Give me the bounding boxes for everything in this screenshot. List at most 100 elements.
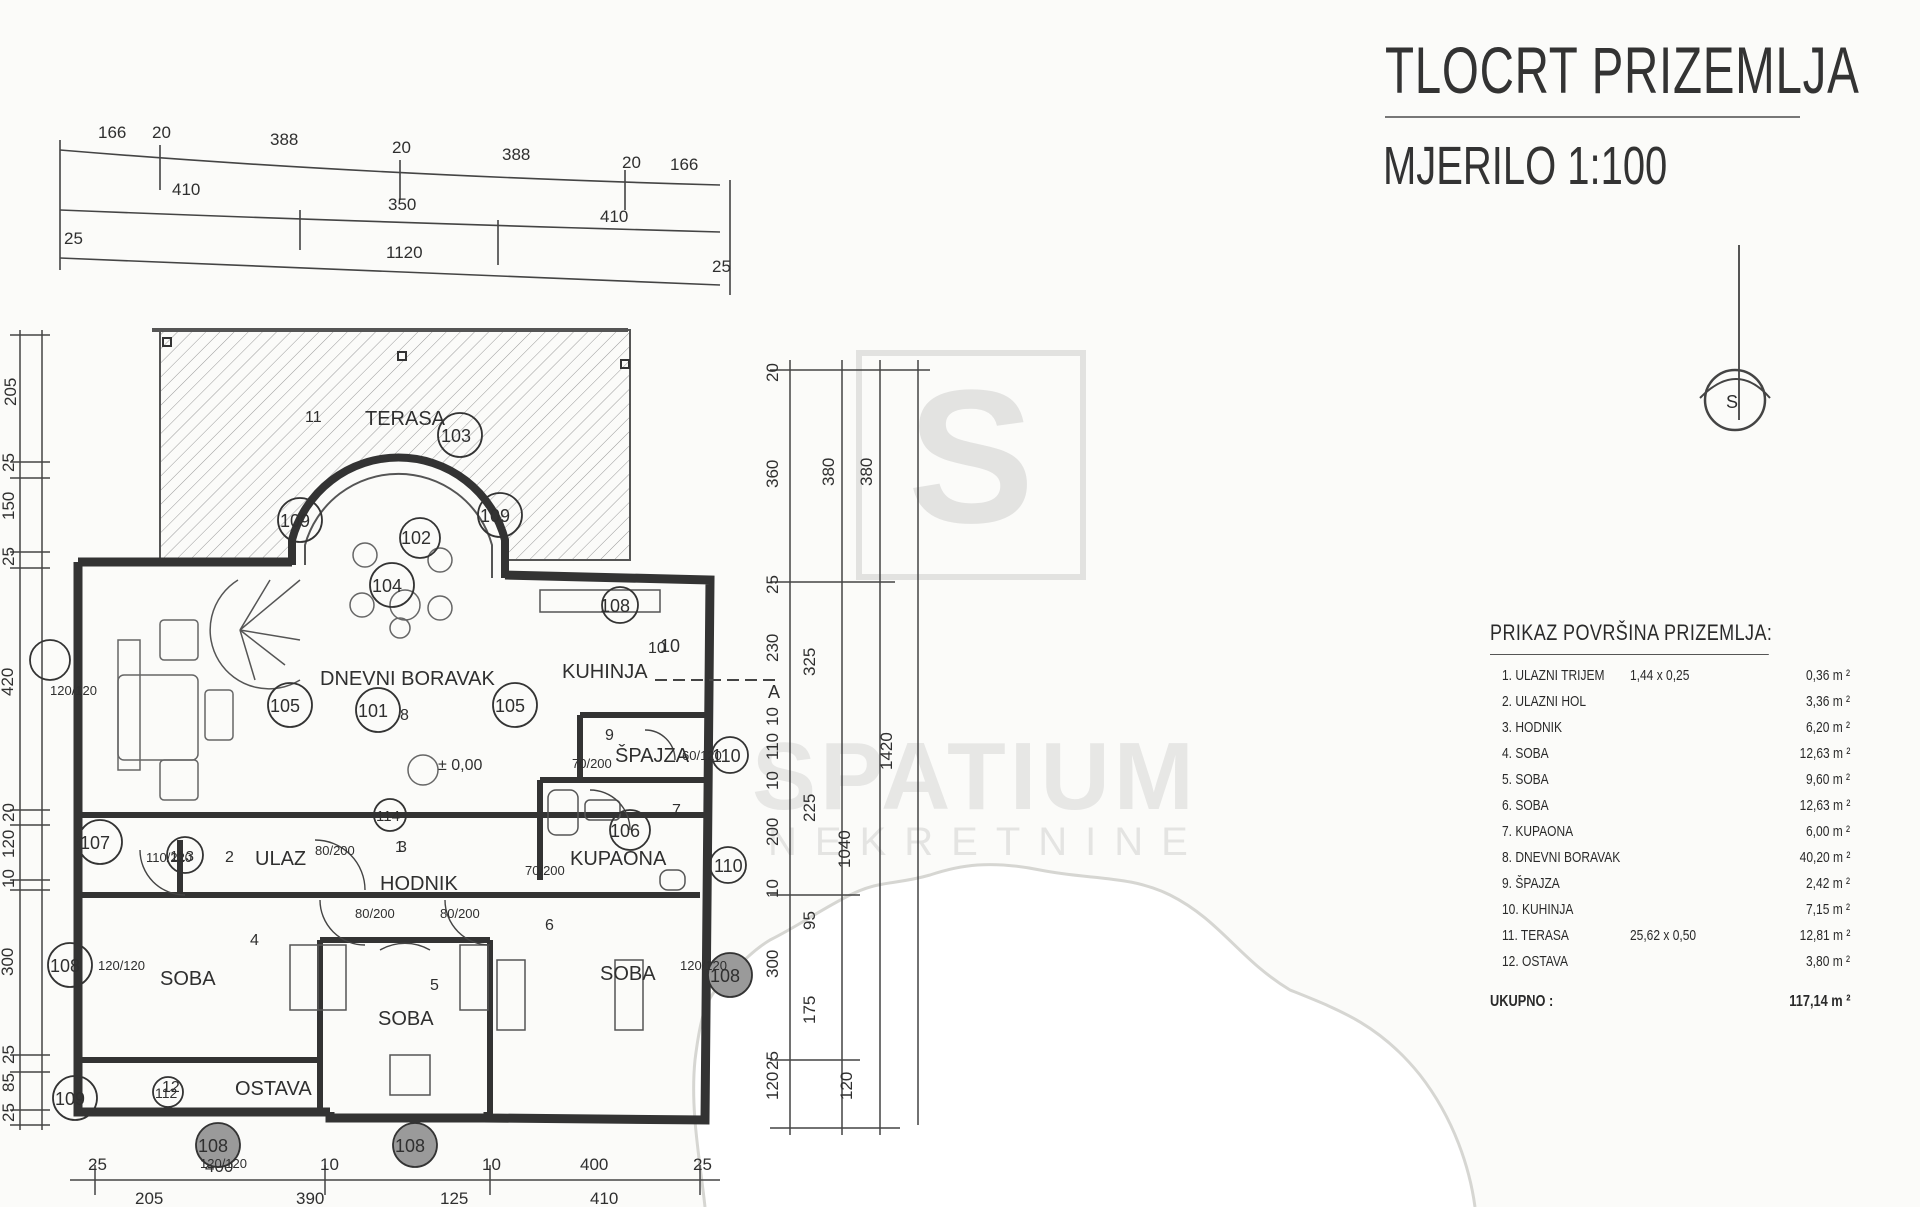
north-arrow: S: [1699, 245, 1771, 432]
marker-108-right: 108: [710, 966, 740, 986]
room-number-10: 10: [648, 640, 666, 657]
area-row-value: 12,63 m ²: [1799, 797, 1850, 814]
dim-right-2: 360: [763, 460, 782, 488]
area-row-label: 9. ŠPAJZA: [1502, 875, 1560, 892]
dim-top-4: 20: [392, 138, 411, 157]
room-labels: TERASA DNEVNI BORAVAK KUHINJA ŠPAJZA KUP…: [160, 408, 690, 1100]
dim-left-5: 420: [0, 668, 17, 696]
door-size-labels: 70/200 60/120 70/200 110/220 80/200 80/2…: [50, 683, 727, 1171]
dim-left-3: 150: [0, 492, 18, 520]
room-label-soba-left: SOBA: [160, 968, 216, 990]
section-mark: A: [768, 682, 780, 702]
room-number-8: 8: [400, 707, 409, 724]
dim-top-6: 20: [622, 153, 641, 172]
dim-right-15: 120: [763, 1072, 782, 1100]
dim-right-11: 95: [800, 911, 819, 930]
living-furniture: [117, 542, 453, 801]
window-size-right: 120/120: [680, 958, 727, 973]
marker-108-bottom-mid: 108: [395, 1136, 425, 1156]
window-size-bottom: 120/120: [200, 1156, 247, 1171]
dim-top-2: 20: [152, 123, 171, 142]
dim-top-3: 388: [270, 130, 298, 149]
dim-right-12: 300: [763, 950, 782, 978]
dim-left-1: 205: [1, 378, 20, 406]
area-row-value: 12,81 m ²: [1799, 927, 1850, 944]
dim-left-9: 300: [0, 948, 17, 976]
marker-107: 107: [80, 833, 110, 853]
dim-right-10: 10: [763, 879, 782, 898]
dim-left-10: 25: [0, 1045, 18, 1064]
room-label-ostava: OSTAVA: [235, 1078, 312, 1100]
marker-114: 114: [376, 808, 400, 825]
room-label-dnevni-boravak: DNEVNI BORAVAK: [320, 668, 496, 690]
room-label-ulaz: ULAZ: [255, 848, 306, 870]
area-row-value: 7,15 m ²: [1805, 901, 1850, 918]
left-dimension-labels: 205 25 150 25 420 20 120 10 300 25 85 25: [0, 378, 20, 1122]
dim-right-outer-4: 1420: [877, 732, 896, 770]
area-table-title: PRIKAZ POVRŠINA PRIZEMLJA:: [1490, 620, 1772, 655]
marker-110-bath: 110: [714, 856, 743, 876]
dim-right-outer-3: 325: [800, 648, 819, 676]
dim-left-12: 25: [0, 1103, 18, 1122]
door-size-spajza: 70/200: [572, 756, 612, 771]
area-row-value: 0,36 m ²: [1805, 667, 1850, 684]
watermark-brand-name: SPATIUM: [752, 723, 1198, 830]
dim-bottom-1: 25: [88, 1155, 107, 1174]
dim-top-1: 166: [98, 123, 126, 142]
room-number-6: 6: [545, 917, 554, 934]
area-row-value: 12,63 m ²: [1799, 745, 1850, 762]
room-label-soba-mid: SOBA: [378, 1008, 434, 1030]
room-label-terasa: TERASA: [365, 408, 446, 430]
area-row-value: 40,20 m ²: [1799, 849, 1850, 866]
dim-right-outer-2: 380: [857, 458, 876, 486]
area-row-label: 12. OSTAVA: [1502, 953, 1569, 970]
door-size-hodnik-3: 80/200: [440, 906, 480, 921]
dim-top-7: 166: [670, 155, 698, 174]
marker-105b: 105: [495, 696, 525, 716]
dim-right-6: 110: [763, 733, 782, 760]
marker-105a: 105: [270, 696, 300, 716]
marker-109a: 109: [280, 511, 310, 531]
area-row-label: 2. ULAZNI HOL: [1502, 693, 1587, 710]
area-row-label: 4. SOBA: [1502, 745, 1549, 762]
area-row-label: 10. KUHINJA: [1502, 901, 1574, 918]
area-row: 10. KUHINJA 7,15 m ²: [1490, 897, 1850, 923]
drawing-title: TLOCRT PRIZEMLJA: [1385, 33, 1860, 107]
area-row-dimensions: 1,44 x 0,25: [1630, 667, 1690, 684]
dim-right-4: 230: [763, 634, 782, 662]
marker-113: 113: [170, 848, 194, 865]
door-size-ulaz: 110/220: [146, 850, 192, 865]
door-size-hodnik-1: 80/200: [315, 843, 355, 858]
bottom-dimension-labels: 25 400 10 10 400 25 205 390 125 410: [88, 1155, 712, 1207]
watermark-logo-box: [856, 350, 1086, 580]
dim-top3-1: 25: [64, 229, 83, 248]
room-numbers: 11 10 9 7 2 3 4 5 6 12 8 1: [162, 409, 681, 1096]
area-row-label: 7. KUPAONA: [1502, 823, 1574, 840]
area-row-label: 1. ULAZNI TRIJEM: [1502, 667, 1605, 684]
marker-circles: [29, 412, 749, 1121]
bottom-dimension-lines: [70, 1165, 720, 1195]
watermark-brand-sub: NEKRETNINE: [768, 820, 1206, 864]
door-size-kitchen-window: 60/120: [682, 748, 722, 763]
dim-bottom2-2: 390: [296, 1189, 324, 1207]
area-row-value: 2,42 m ²: [1805, 875, 1850, 892]
area-row-value: 9,60 m ²: [1805, 771, 1850, 788]
dim-right-14: 25: [763, 1051, 782, 1070]
room-number-9: 9: [605, 727, 614, 744]
area-summary-table: PRIKAZ POVRŠINA PRIZEMLJA: 1. ULAZNI TRI…: [1490, 620, 1850, 1019]
door-size-hodnik-2: 80/200: [355, 906, 395, 921]
dim-bottom-4: 10: [482, 1155, 501, 1174]
dim-right-8: 225: [800, 794, 819, 822]
area-row: 4. SOBA 12,63 m ²: [1490, 741, 1850, 767]
right-dimension-lines: [770, 360, 930, 1135]
room-label-spajza: ŠPAJZA: [615, 744, 690, 767]
dim-right-9: 200: [763, 818, 782, 846]
dim-right-13: 175: [800, 996, 819, 1024]
marker-108-kitchen: 108: [600, 596, 630, 616]
spiral-staircase: [209, 579, 301, 690]
area-total-label: UKUPNO :: [1490, 993, 1554, 1010]
